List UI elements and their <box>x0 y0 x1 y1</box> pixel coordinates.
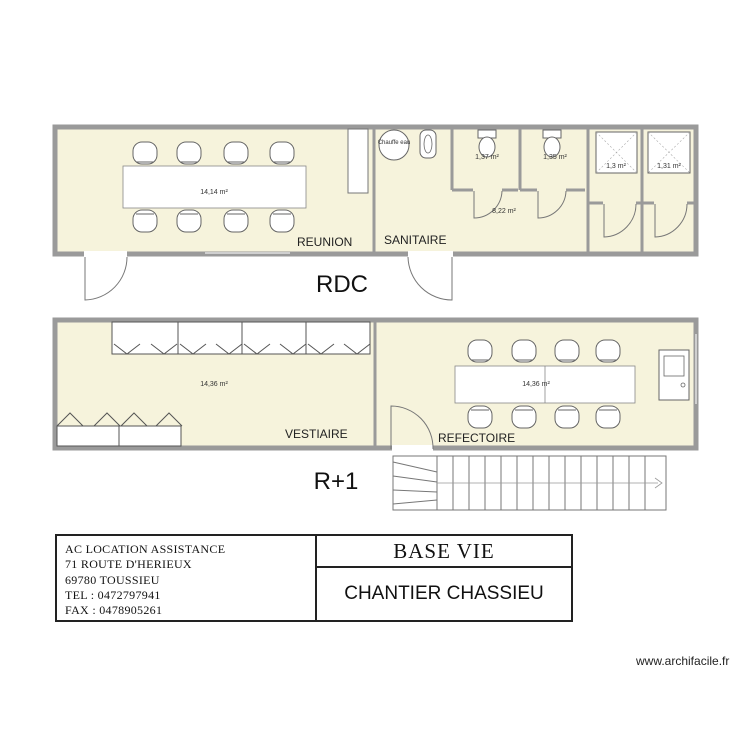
company-line: 71 ROUTE D'HERIEUX <box>65 557 192 572</box>
door-swing-wc1[interactable] <box>473 190 503 219</box>
chair-icon <box>269 141 295 165</box>
chair-icon <box>595 339 621 363</box>
room-area-wc2: 1,35 m² <box>543 154 567 161</box>
water-heater-label: Chauffe eau <box>378 140 411 146</box>
meeting-table <box>122 165 307 209</box>
r1-level: 14,36 m² VESTIAIRE 14,36 m² REFECTOIRE R… <box>52 317 699 511</box>
chair-icon <box>176 209 202 233</box>
lockers-top <box>111 321 371 355</box>
urinal-icon <box>419 129 437 159</box>
company-line: AC LOCATION ASSISTANCE <box>65 542 226 556</box>
door-swing-shower2[interactable] <box>654 203 688 238</box>
plan-subtitle: CHANTIER CHASSIEU <box>344 583 544 604</box>
room-name-vestiaire: VESTIAIRE <box>285 427 348 441</box>
room-area-refectoire: 14,36 m² <box>522 381 550 388</box>
door-gap-shower1 <box>603 201 636 206</box>
door-gap-wc1 <box>473 188 502 193</box>
room-area-shower2: 1,31 m² <box>657 163 681 170</box>
chair-icon <box>467 405 493 429</box>
room-name-refectoire: REFECTOIRE <box>438 431 515 445</box>
sink-icon <box>658 349 690 401</box>
chair-icon <box>511 405 537 429</box>
level-label-rdc: RDC <box>316 271 368 298</box>
staircase <box>392 455 667 511</box>
locker-icon <box>305 321 371 355</box>
chair-icon <box>554 405 580 429</box>
cabinet-icon <box>347 128 369 194</box>
chair-icon <box>554 339 580 363</box>
locker-icon <box>111 321 179 355</box>
door-swing-shower1[interactable] <box>603 203 637 238</box>
shower-tray-icon <box>647 131 691 174</box>
lockers-bottom <box>56 412 183 447</box>
locker-icon <box>241 321 307 355</box>
chair-icon <box>595 405 621 429</box>
toilet-icon <box>542 129 562 158</box>
chair-icon <box>132 141 158 165</box>
company-line: FAX : 0478905261 <box>65 603 163 618</box>
room-name-reunion: REUNION <box>297 235 352 249</box>
dining-chairs <box>467 339 621 429</box>
door-swing-reunion[interactable] <box>84 256 128 301</box>
door-gap-reunion <box>84 251 127 257</box>
toilet-icon <box>477 129 497 158</box>
door-gap-sanitaire <box>408 251 453 257</box>
room-area-sanitaire: 8,22 m² <box>492 208 516 215</box>
room-area-shower1: 1,3 m² <box>606 163 627 170</box>
level-label-r1: R+1 <box>314 468 359 495</box>
rdc-level: Chauffe eau 14,14 m² REUNION SANITAIRE <box>52 124 699 301</box>
chair-icon <box>467 339 493 363</box>
room-area-wc1: 1,37 m² <box>475 154 499 161</box>
plan-title: BASE VIE <box>317 536 571 568</box>
room-name-sanitaire: SANITAIRE <box>384 233 446 247</box>
door-swing-refectoire[interactable] <box>390 405 434 450</box>
company-info: AC LOCATION ASSISTANCE 71 ROUTE D'HERIEU… <box>57 536 317 620</box>
room-area-reunion: 14,14 m² <box>200 189 228 196</box>
door-gap-shower2 <box>654 201 687 206</box>
water-heater-icon: Chauffe eau <box>378 129 411 161</box>
title-block: AC LOCATION ASSISTANCE 71 ROUTE D'HERIEU… <box>55 534 573 622</box>
chair-icon <box>269 209 295 233</box>
chair-icon <box>511 339 537 363</box>
door-gap-refectoire <box>392 445 433 451</box>
chair-icon <box>223 141 249 165</box>
chair-icon <box>176 141 202 165</box>
door-gap-wc2 <box>537 188 566 193</box>
locker-icon <box>118 425 182 447</box>
locker-icon <box>177 321 243 355</box>
chair-icon <box>223 209 249 233</box>
shower-tray-icon <box>595 131 638 174</box>
company-line: TEL : 0472797941 <box>65 587 161 602</box>
door-swing-wc2[interactable] <box>537 190 567 219</box>
watermark-link[interactable]: www.archifacile.fr <box>636 654 730 668</box>
room-area-vestiaire: 14,36 m² <box>200 381 228 388</box>
chair-icon <box>132 209 158 233</box>
door-swing-sanitaire[interactable] <box>407 256 453 301</box>
meeting-chairs <box>132 141 295 233</box>
stair-arrow-icon <box>654 477 663 489</box>
company-line: 69780 TOUSSIEU <box>65 572 160 587</box>
locker-icon <box>56 425 120 447</box>
